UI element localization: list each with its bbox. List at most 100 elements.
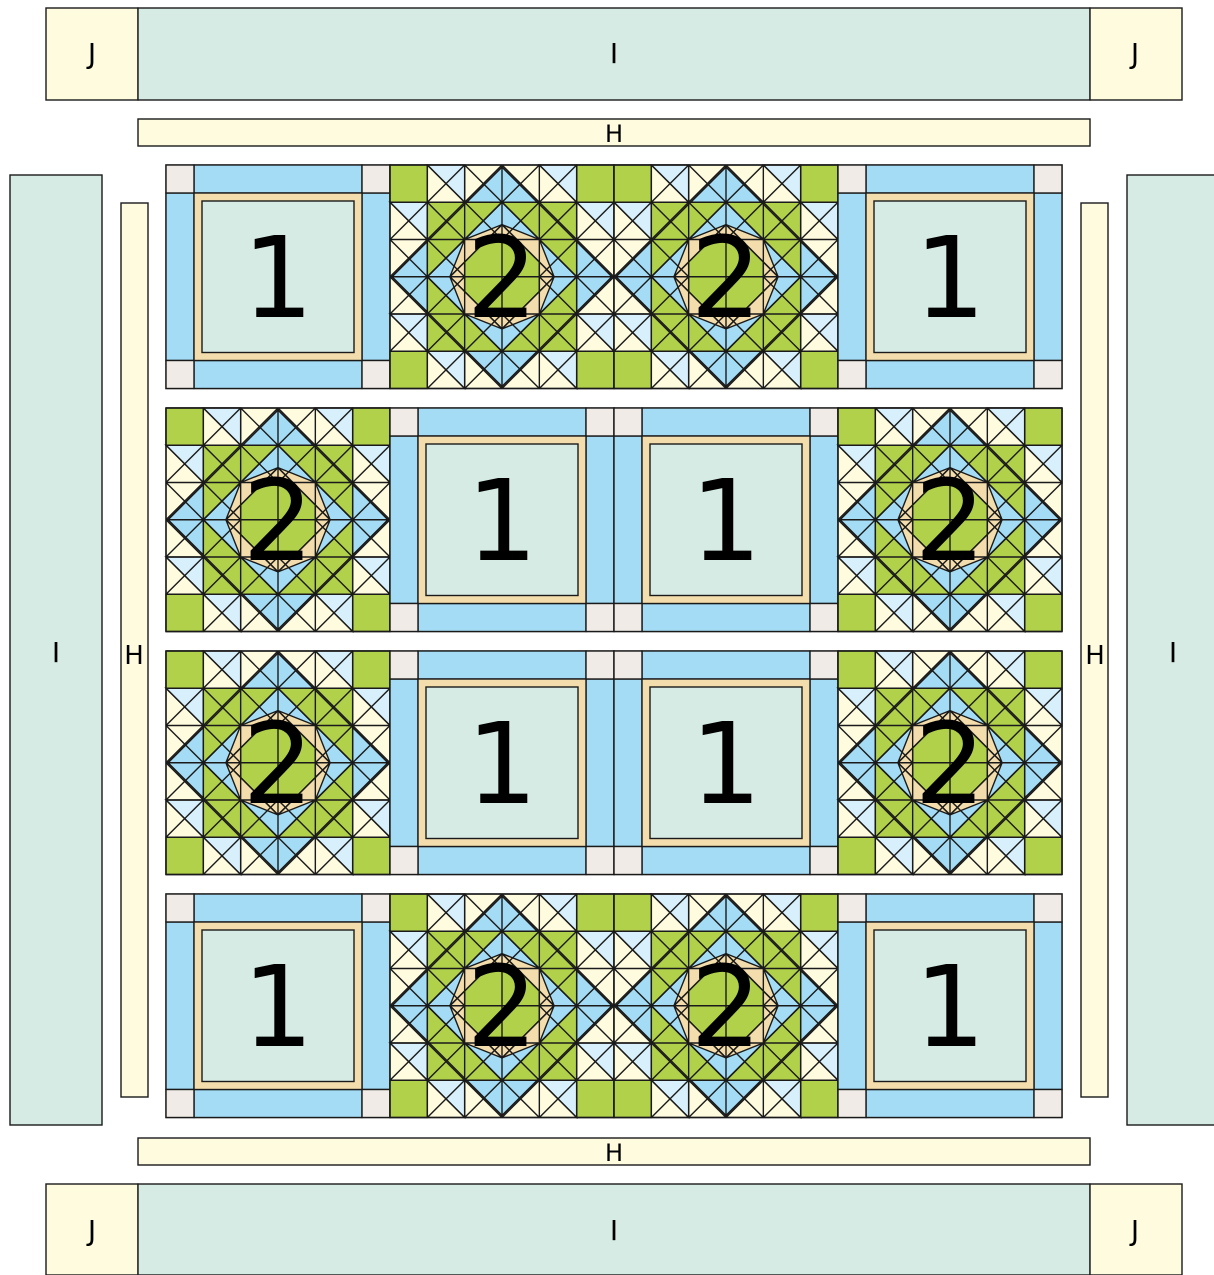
block-2: 2 bbox=[166, 408, 390, 632]
border-right: I bbox=[1127, 175, 1214, 1125]
block-1-sash-bottom bbox=[418, 847, 586, 875]
quilt-blocks: 1221211221121221 bbox=[166, 165, 1062, 1118]
block-2-corner-square bbox=[166, 594, 203, 631]
label-j-bottom-left: J bbox=[86, 1214, 96, 1247]
block-2-corner-square bbox=[390, 165, 427, 202]
block-2-corner-square bbox=[614, 894, 651, 931]
block-1-sash-left bbox=[390, 679, 418, 847]
block-1-sash-left bbox=[390, 436, 418, 604]
block-1-sash-right bbox=[810, 436, 838, 604]
block-2-label: 2 bbox=[466, 214, 537, 344]
block-1-sash-left bbox=[614, 436, 642, 604]
block-2-corner-square bbox=[390, 351, 427, 388]
block-1-cornerstone bbox=[810, 651, 838, 679]
block-1-sash-top bbox=[866, 165, 1034, 193]
border-bottom: J I J bbox=[46, 1184, 1182, 1275]
block-2-corner-square bbox=[1025, 594, 1062, 631]
label-j-top-right: J bbox=[1129, 37, 1139, 70]
block-1: 1 bbox=[166, 165, 390, 389]
block-1-label: 1 bbox=[690, 457, 761, 587]
label-i-bottom: I bbox=[610, 1214, 618, 1247]
label-h-top: H bbox=[605, 120, 623, 148]
block-2-corner-square bbox=[353, 408, 390, 445]
block-2-corner-square bbox=[801, 894, 838, 931]
block-1-cornerstone bbox=[390, 651, 418, 679]
block-1: 1 bbox=[614, 408, 838, 632]
block-2-label: 2 bbox=[466, 943, 537, 1073]
block-2: 2 bbox=[838, 408, 1062, 632]
block-2: 2 bbox=[614, 165, 838, 389]
block-1-sash-left bbox=[614, 679, 642, 847]
block-1-cornerstone bbox=[838, 1090, 866, 1118]
block-2-corner-square bbox=[801, 1080, 838, 1117]
block-1-cornerstone bbox=[586, 408, 614, 436]
block-2-corner-square bbox=[1025, 408, 1062, 445]
block-2-corner-square bbox=[838, 837, 875, 874]
block-1-label: 1 bbox=[466, 700, 537, 830]
block-1-sash-right bbox=[810, 679, 838, 847]
block-1-label: 1 bbox=[242, 943, 313, 1073]
block-1-sash-top bbox=[194, 165, 362, 193]
block-1-cornerstone bbox=[810, 408, 838, 436]
block-1-cornerstone bbox=[614, 651, 642, 679]
block-1-cornerstone bbox=[1034, 165, 1062, 193]
block-1-sash-right bbox=[362, 193, 390, 361]
block-2: 2 bbox=[838, 651, 1062, 875]
block-2-corner-square bbox=[166, 651, 203, 688]
block-1-sash-left bbox=[166, 193, 194, 361]
block-1-cornerstone bbox=[614, 408, 642, 436]
block-2: 2 bbox=[614, 894, 838, 1118]
block-1-cornerstone bbox=[362, 165, 390, 193]
block-1-cornerstone bbox=[166, 165, 194, 193]
block-1-sash-right bbox=[1034, 193, 1062, 361]
block-1-cornerstone bbox=[362, 894, 390, 922]
block-1-cornerstone bbox=[166, 1090, 194, 1118]
block-1-sash-left bbox=[166, 922, 194, 1090]
block-2-corner-square bbox=[353, 594, 390, 631]
block-2-corner-square bbox=[801, 351, 838, 388]
label-j-bottom-right: J bbox=[1129, 1214, 1139, 1247]
block-2-corner-square bbox=[838, 594, 875, 631]
border-top: J I J bbox=[46, 8, 1182, 100]
block-1-cornerstone bbox=[1034, 361, 1062, 389]
block-1: 1 bbox=[838, 165, 1062, 389]
block-2: 2 bbox=[390, 894, 614, 1118]
block-2-corner-square bbox=[838, 651, 875, 688]
block-2-corner-square bbox=[614, 351, 651, 388]
block-2-corner-square bbox=[577, 894, 614, 931]
block-2-corner-square bbox=[577, 1080, 614, 1117]
block-1-cornerstone bbox=[390, 847, 418, 875]
block-2-corner-square bbox=[390, 1080, 427, 1117]
block-2-label: 2 bbox=[914, 700, 985, 830]
block-1-cornerstone bbox=[166, 361, 194, 389]
block-1-sash-bottom bbox=[866, 361, 1034, 389]
block-2-corner-square bbox=[166, 837, 203, 874]
block-1-cornerstone bbox=[390, 604, 418, 632]
block-1: 1 bbox=[390, 408, 614, 632]
block-1-sash-bottom bbox=[194, 1090, 362, 1118]
block-2-corner-square bbox=[353, 651, 390, 688]
block-1-label: 1 bbox=[242, 214, 313, 344]
block-1-sash-right bbox=[1034, 922, 1062, 1090]
block-2-label: 2 bbox=[242, 700, 313, 830]
block-1-label: 1 bbox=[914, 214, 985, 344]
block-1-cornerstone bbox=[1034, 894, 1062, 922]
block-2-label: 2 bbox=[690, 943, 761, 1073]
block-2-corner-square bbox=[577, 165, 614, 202]
block-1-label: 1 bbox=[914, 943, 985, 1073]
block-1-cornerstone bbox=[362, 361, 390, 389]
block-1-sash-right bbox=[586, 679, 614, 847]
block-1-sash-bottom bbox=[642, 847, 810, 875]
label-i-left: I bbox=[52, 636, 60, 669]
block-1-cornerstone bbox=[838, 894, 866, 922]
label-i-right: I bbox=[1169, 636, 1177, 669]
block-1-sash-top bbox=[418, 408, 586, 436]
border-left: I bbox=[10, 175, 102, 1125]
block-1-sash-left bbox=[838, 193, 866, 361]
block-2-corner-square bbox=[838, 408, 875, 445]
block-1-cornerstone bbox=[614, 847, 642, 875]
block-2-corner-square bbox=[353, 837, 390, 874]
block-1: 1 bbox=[390, 651, 614, 875]
block-1-sash-bottom bbox=[194, 361, 362, 389]
